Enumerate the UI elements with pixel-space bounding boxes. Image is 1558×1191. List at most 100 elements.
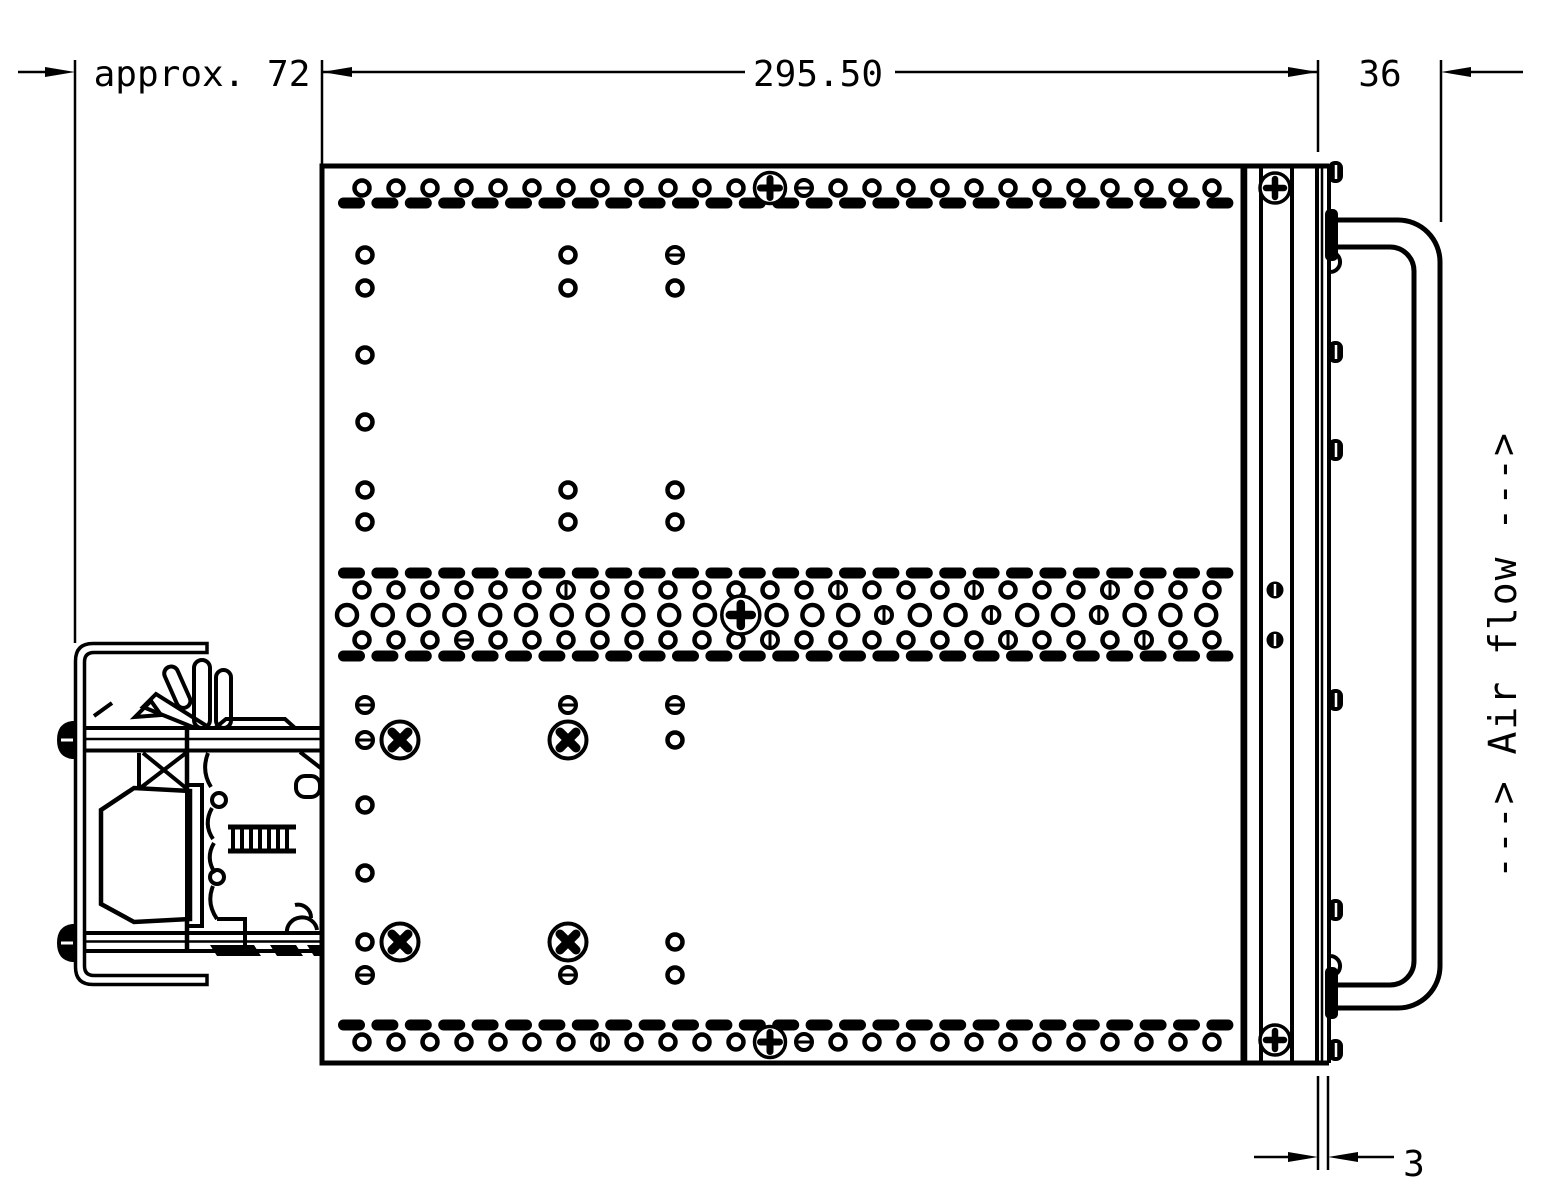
vent-slot: [371, 650, 399, 662]
dimension-rear-gap: 3: [1254, 1076, 1425, 1185]
panel-screws: [1258, 171, 1292, 1057]
vent-slot: [404, 650, 432, 662]
vent-hole: [930, 1032, 950, 1052]
vent-hole: [964, 630, 984, 650]
vent-slot: [638, 197, 666, 209]
arrow-right-icon: [1288, 1152, 1318, 1162]
vent-hole: [692, 580, 712, 600]
vent-slot: [1173, 567, 1200, 579]
vent-hole: [862, 1032, 882, 1052]
vent-hole: [1014, 602, 1040, 628]
vent-hole: [420, 1032, 440, 1052]
vent-slot: [1006, 567, 1033, 579]
vent-slot: [738, 1019, 766, 1031]
vent-hole: [558, 278, 578, 298]
vent-slot: [738, 567, 766, 579]
vent-hole: [1100, 1032, 1120, 1052]
vent-slot: [1039, 1019, 1067, 1031]
vent-hole: [454, 1032, 474, 1052]
vent-slot: [905, 567, 933, 579]
vent-slot: [872, 567, 900, 579]
vent-slot: [371, 567, 399, 579]
vent-slot: [605, 567, 633, 579]
dimension-body-width: 295.50: [322, 54, 1320, 152]
vent-slot: [772, 567, 800, 579]
vent-hole: [352, 580, 372, 600]
vent-slot: [438, 197, 466, 209]
vent-hole: [558, 480, 578, 500]
vent-hole: [522, 630, 542, 650]
vent-hole: [352, 630, 372, 650]
vent-slot: [805, 650, 833, 662]
vent-hole: [1050, 602, 1076, 628]
vent-hole: [835, 602, 861, 628]
vent-hole: [477, 602, 503, 628]
handle: [1325, 209, 1443, 1019]
vent-hole: [794, 630, 814, 650]
vent-slot: [839, 1019, 866, 1031]
vent-hole: [355, 412, 375, 432]
vent-slot: [839, 650, 866, 662]
vent-slot: [471, 197, 499, 209]
vent-hole: [420, 178, 440, 198]
vent-slot: [1072, 567, 1100, 579]
vent-hole: [828, 1032, 848, 1052]
vent-hole: [334, 602, 360, 628]
vent-hole: [1066, 630, 1086, 650]
vent-hole: [558, 245, 578, 265]
vent-hole: [726, 178, 746, 198]
vent-slot: [1006, 197, 1033, 209]
vent-slot: [872, 197, 900, 209]
vent-hole: [964, 178, 984, 198]
vent-hole: [406, 602, 431, 628]
vent-slot: [1039, 650, 1067, 662]
vent-slot: [571, 1019, 599, 1031]
vent-slot: [338, 1019, 365, 1031]
vent-hole: [764, 602, 789, 628]
screw-cross: [387, 727, 413, 753]
vent-hole: [896, 178, 916, 198]
vent-hole: [1032, 1032, 1052, 1052]
handle-mount-arc: [1328, 249, 1342, 274]
air-flow-label: ---> Air flow --->: [1481, 431, 1525, 879]
vent-slot: [471, 567, 499, 579]
vent-slot: [1206, 197, 1234, 209]
vent-hole: [522, 580, 542, 600]
connector-prongs: [92, 658, 301, 730]
vent-hole: [665, 512, 685, 532]
vent-slot: [638, 567, 666, 579]
vent-hole: [964, 1032, 984, 1052]
vent-hole: [665, 278, 685, 298]
panel-edge-bumps: [1328, 161, 1343, 1061]
vent-slot: [805, 567, 833, 579]
vent-hole: [1168, 1032, 1188, 1052]
dim-label-rear-gap: 3: [1403, 1144, 1425, 1185]
vent-slot: [538, 650, 566, 662]
vent-hole: [624, 1032, 644, 1052]
rail-top: [83, 726, 322, 753]
vent-slot: [505, 197, 532, 209]
vent-hole: [1193, 602, 1219, 628]
vent-hole: [658, 178, 678, 198]
vent-hole: [624, 178, 644, 198]
vent-slot: [1106, 1019, 1134, 1031]
vent-hole: [420, 580, 440, 600]
terminal-comb: [228, 824, 296, 854]
dim-label-front-depth: 36: [1358, 54, 1401, 95]
vent-hole: [1202, 178, 1222, 198]
vent-slot: [1006, 650, 1033, 662]
vent-hole: [1158, 602, 1183, 628]
rail-screw-head: [57, 721, 77, 962]
vent-slot: [972, 650, 1000, 662]
vent-slot: [505, 567, 532, 579]
vent-hole: [862, 630, 882, 650]
latch-spring: [203, 752, 247, 949]
vent-slot: [1139, 567, 1167, 579]
vent-hole: [907, 602, 933, 628]
arrow-left-icon: [1441, 67, 1471, 77]
vent-slot: [672, 1019, 699, 1031]
vent-slot: [1173, 650, 1200, 662]
vent-hole: [1202, 630, 1222, 650]
vent-hole: [665, 932, 685, 952]
